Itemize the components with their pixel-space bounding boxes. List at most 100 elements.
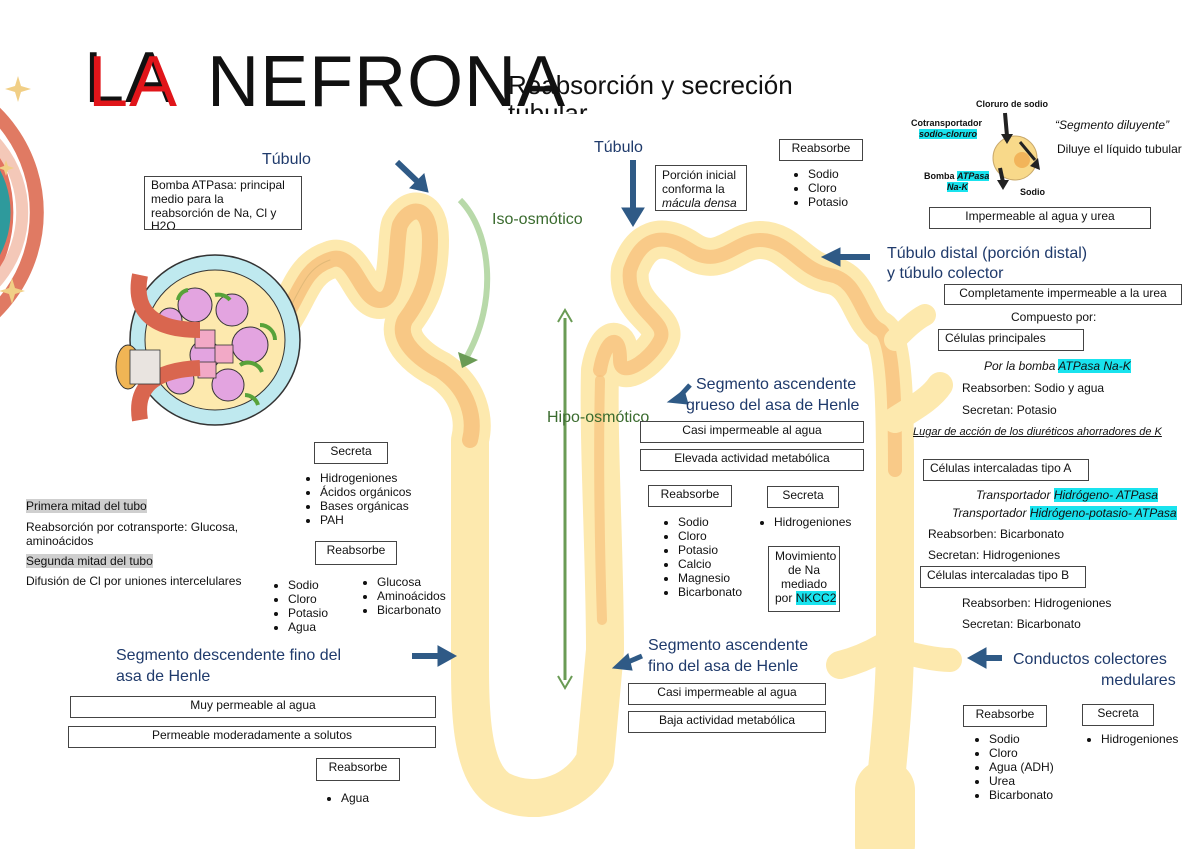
list-item: Cloro bbox=[989, 746, 1054, 760]
text: por bbox=[775, 591, 796, 605]
list-item: Potasio bbox=[808, 195, 848, 209]
box-line: reabsorción de Na, Cl y bbox=[151, 205, 277, 220]
nkcc2-box: Movimiento de Na mediado por NKCC2 bbox=[768, 546, 840, 612]
text: Transportador bbox=[952, 506, 1030, 520]
proximal-secreta-label: Secreta bbox=[314, 442, 388, 464]
thick-secreta-label: Secreta bbox=[767, 486, 839, 508]
list-item: Sodio bbox=[678, 515, 742, 529]
descending-reabsorbe-list: Agua bbox=[323, 791, 369, 805]
list-item: Bicarbonato bbox=[678, 585, 742, 599]
descending-reabsorbe-label: Reabsorbe bbox=[316, 758, 400, 781]
cotransport-note-1: Reabsorción por cotransporte: Glucosa, bbox=[26, 520, 239, 534]
hipo-osmotic-label: Hipo-osmótico bbox=[547, 409, 650, 426]
medullary-reabsorbe-list: Sodio Cloro Agua (ADH) Urea Bicarbonato bbox=[971, 732, 1054, 802]
page-subtitle: Reabsorción y secreción bbox=[508, 70, 793, 100]
inset-nak: Na-K bbox=[947, 182, 969, 192]
text: Por la bomba bbox=[984, 359, 1059, 373]
proximal-pump-box: Bomba ATPasa: principal medio para la re… bbox=[144, 176, 302, 230]
box-line: por NKCC2 bbox=[775, 591, 837, 605]
list-item: Aminoácidos bbox=[377, 589, 446, 603]
box-line: de Na bbox=[787, 563, 821, 577]
inset-bomba: Bomba ATPasa bbox=[924, 171, 990, 181]
thin-ascending-box-2: Baja actividad metabólica bbox=[628, 711, 826, 733]
tipo-a-reabsorben: Reabsorben: Bicarbonato bbox=[928, 527, 1065, 541]
list-item: PAH bbox=[320, 513, 411, 527]
highlight: Na-K bbox=[947, 182, 969, 192]
list-item: Hidrogeniones bbox=[774, 515, 851, 529]
list-item: Hidrogeniones bbox=[1101, 732, 1178, 746]
box-line: Bomba ATPasa: principal bbox=[151, 178, 285, 192]
highlight: sodio-cloruro bbox=[919, 129, 977, 139]
tipo-a-box: Células intercaladas tipo A bbox=[923, 459, 1089, 481]
tipo-b-box: Células intercaladas tipo B bbox=[920, 566, 1086, 588]
medullary-reabsorbe-label: Reabsorbe bbox=[963, 705, 1047, 727]
second-half-note: Segunda mitad del tubo bbox=[26, 554, 153, 569]
impermeable-urea-box: Completamente impermeable a la urea bbox=[944, 284, 1182, 305]
list-item: Sodio bbox=[808, 167, 848, 181]
medullary-secreta-label: Secreta bbox=[1082, 704, 1154, 726]
title-nefrona: NEFRONA bbox=[207, 42, 567, 122]
text: Transportador bbox=[976, 488, 1054, 502]
thin-ascending-heading-2: fino del asa de Henle bbox=[648, 658, 799, 675]
box-line: mediado bbox=[780, 577, 828, 591]
iso-osmotic-label: Iso-osmótico bbox=[492, 211, 583, 228]
list-item: Bicarbonato bbox=[377, 603, 446, 617]
thick-ascending-box-2: Elevada actividad metabólica bbox=[640, 449, 864, 471]
box-line: conforma la bbox=[662, 182, 725, 196]
highlight: NKCC2 bbox=[795, 591, 837, 605]
thick-reabsorbe-list: Sodio Cloro Potasio Calcio Magnesio Bica… bbox=[660, 515, 742, 599]
list-item: Agua bbox=[341, 791, 369, 805]
highlight: Primera mitad del tubo bbox=[26, 499, 147, 513]
thick-ascending-heading-2: grueso del asa de Henle bbox=[686, 397, 860, 414]
title-la: LA bbox=[88, 42, 175, 122]
distal-cell-inset bbox=[992, 112, 1040, 190]
list-item: Hidrogeniones bbox=[320, 471, 411, 485]
distal-reabsorbe-list: Sodio Cloro Potasio bbox=[790, 167, 848, 209]
transportador-2: Transportador Hidrógeno-potasio- ATPasa bbox=[952, 506, 1177, 521]
list-item: Sodio bbox=[989, 732, 1054, 746]
page-title: LA NEFRONA bbox=[88, 46, 566, 118]
list-item: Cloro bbox=[288, 592, 328, 606]
list-item: Sodio bbox=[288, 578, 328, 592]
nephron-tubule bbox=[256, 192, 962, 849]
list-item: Cloro bbox=[678, 529, 742, 543]
box-line: mácula densa bbox=[662, 196, 737, 210]
hipo-osmotic-arrow bbox=[557, 308, 573, 690]
distal-late-heading-2: y túbulo colector bbox=[887, 265, 1004, 282]
macula-densa-box: Porción inicial conforma la mácula densa bbox=[655, 165, 747, 211]
proximal-reabsorbe-label: Reabsorbe bbox=[315, 541, 397, 565]
tipo-b-secretan: Secretan: Bicarbonato bbox=[962, 617, 1081, 631]
list-item: Bases orgánicas bbox=[320, 499, 411, 513]
tipo-b-reabsorben: Reabsorben: Hidrogeniones bbox=[962, 596, 1112, 610]
medullary-heading-2: medulares bbox=[1101, 672, 1176, 689]
thick-ascending-box-1: Casi impermeable al agua bbox=[640, 421, 864, 443]
cotransport-note-2: aminoácidos bbox=[26, 534, 94, 548]
celulas-principales-box: Células principales bbox=[938, 329, 1084, 351]
descending-heading-1: Segmento descendente fino del bbox=[116, 647, 342, 664]
medullary-secreta-list: Hidrogeniones bbox=[1083, 732, 1178, 746]
sparkle-icons bbox=[0, 76, 31, 304]
medullary-heading-1: Conductos colectores bbox=[1013, 651, 1167, 668]
subtitle-cut: tubular bbox=[508, 100, 828, 114]
thin-ascending-box-1: Casi impermeable al agua bbox=[628, 683, 826, 705]
principales-reabsorben: Reabsorben: Sodio y agua bbox=[962, 381, 1105, 395]
proximal-reabsorbe-list-2: Glucosa Aminoácidos Bicarbonato bbox=[359, 575, 446, 617]
highlight: Segunda mitad del tubo bbox=[26, 554, 153, 568]
distal-reabsorbe-label: Reabsorbe bbox=[779, 139, 863, 161]
pointer-arrows bbox=[394, 159, 1002, 671]
segmento-diluyente: “Segmento diluyente” bbox=[1055, 118, 1170, 132]
inset-cotransportador: Cotransportador bbox=[911, 118, 983, 128]
box-line: Movimiento bbox=[775, 549, 837, 563]
box-line: medio para la bbox=[151, 191, 224, 206]
transportador-1: Transportador Hidrógeno- ATPasa bbox=[976, 488, 1158, 503]
thick-secreta-list: Hidrogeniones bbox=[756, 515, 851, 529]
inset-sodio: Sodio bbox=[1020, 187, 1045, 197]
list-item: Cloro bbox=[808, 181, 848, 195]
highlight: ATPasa Na-K bbox=[1058, 359, 1131, 373]
list-item: Urea bbox=[989, 774, 1054, 788]
compuesto-por: Compuesto por: bbox=[1011, 310, 1097, 324]
por-bomba: Por la bomba ATPasa Na-K bbox=[984, 359, 1131, 374]
box-line: Porción inicial bbox=[662, 168, 737, 182]
thick-ascending-heading-1: Segmento ascendente bbox=[696, 376, 857, 393]
